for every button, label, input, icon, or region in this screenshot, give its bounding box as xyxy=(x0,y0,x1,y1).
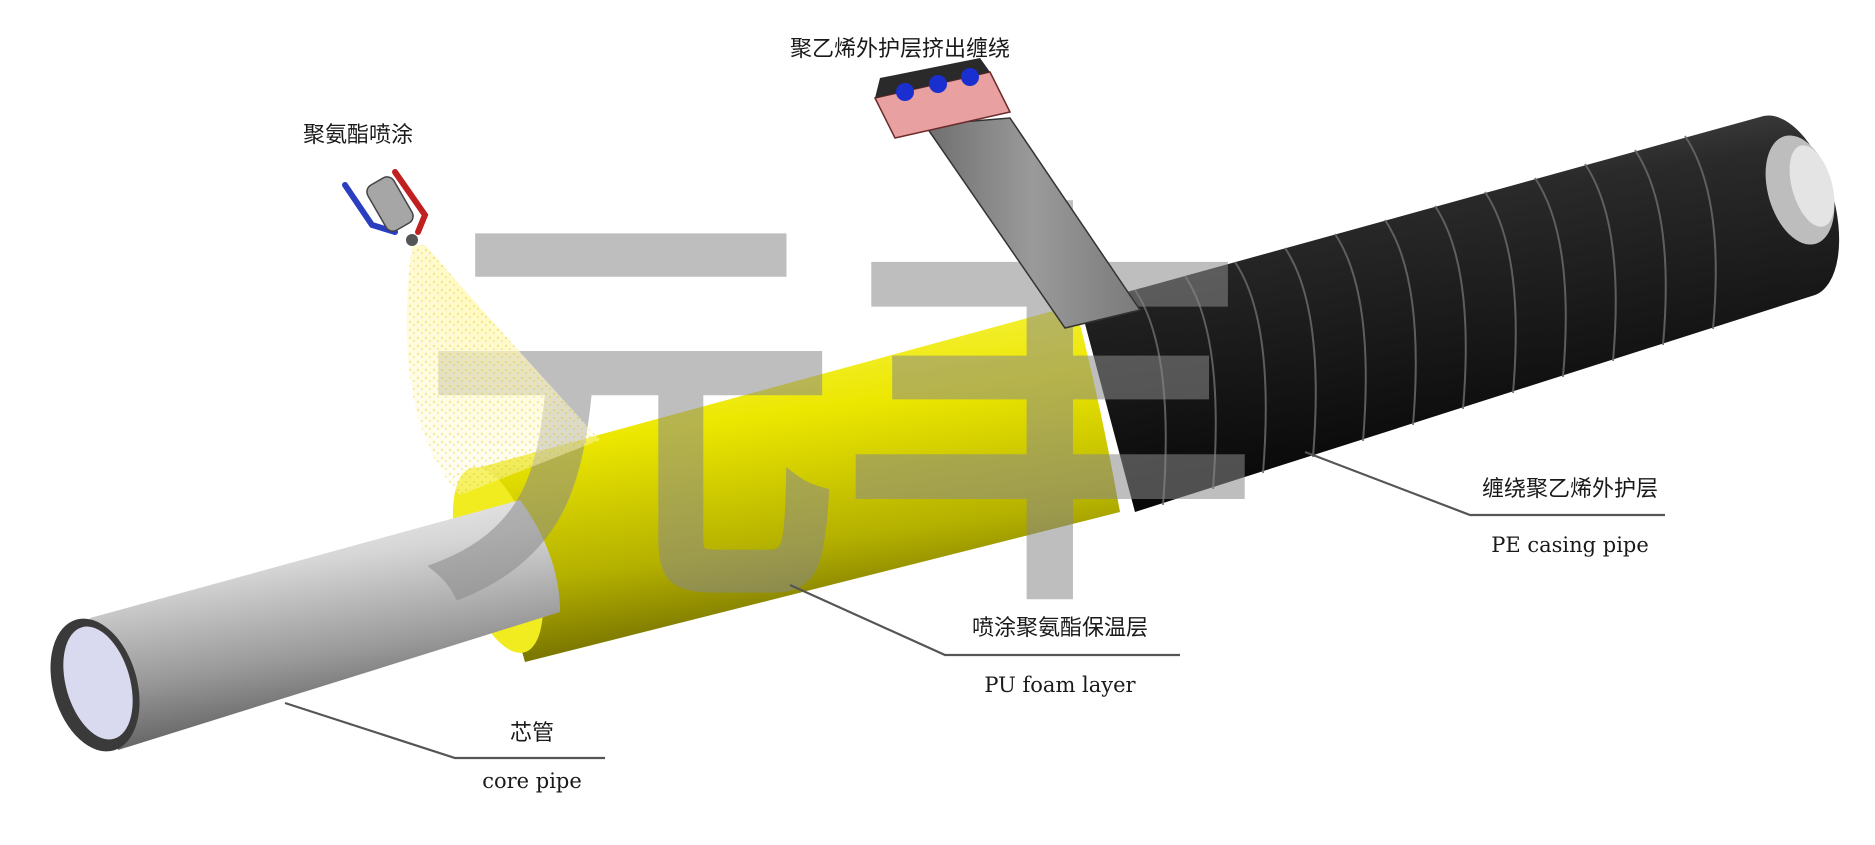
winding-seams xyxy=(1134,135,1717,506)
leader-pe-casing xyxy=(1304,450,1665,517)
red-hose xyxy=(392,169,429,235)
leader-pu-foam xyxy=(789,583,1180,657)
label-pu-foam-en: PU foam layer xyxy=(984,673,1136,697)
nozzle-dot xyxy=(929,75,947,93)
pe-casing-pipe xyxy=(1080,115,1840,512)
leader-lines xyxy=(284,450,1665,760)
label-core-cn: 芯管 xyxy=(510,721,554,746)
core-pipe xyxy=(50,500,560,752)
label-pu-spray: 聚氨酯喷涂 xyxy=(303,123,413,148)
labels: 聚乙烯外护层挤出缠绕 聚氨酯喷涂 缠绕聚乙烯外护层 PE casing pipe… xyxy=(303,37,1658,793)
pe-tape xyxy=(923,117,1142,329)
label-pe-casing-en: PE casing pipe xyxy=(1491,533,1649,557)
extrusion-nozzle-block xyxy=(873,71,1012,139)
pe-extrusion-head xyxy=(873,58,1142,329)
label-core-en: core pipe xyxy=(482,769,582,793)
leader-core-pipe xyxy=(284,701,605,760)
label-pe-casing-cn: 缠绕聚乙烯外护层 xyxy=(1482,477,1658,502)
pu-spray-gun xyxy=(342,169,600,495)
nozzle-dot xyxy=(896,83,914,101)
nozzle-dot xyxy=(961,68,979,86)
label-pu-foam-cn: 喷涂聚氨酯保温层 xyxy=(972,616,1148,641)
spray-nozzle-body xyxy=(366,176,414,232)
label-pe-extrusion: 聚乙烯外护层挤出缠绕 xyxy=(790,37,1010,62)
